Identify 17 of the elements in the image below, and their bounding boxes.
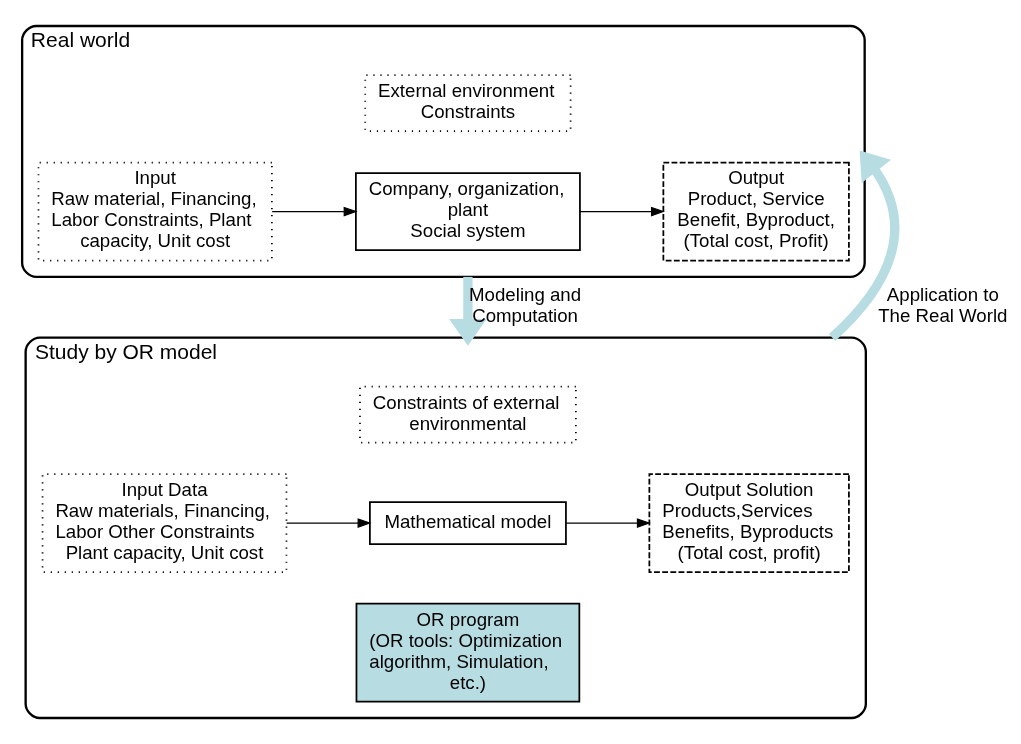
arrow [579, 206, 665, 217]
arrow [828, 150, 900, 341]
node-box: OR program (OR tools: Optimization algorithm, Simulation, etc.) [355, 602, 581, 703]
arrow [271, 206, 358, 217]
node-box: Output Product, Service Benefit, Byproduct, (Total cost, Profit) [662, 161, 850, 262]
node-box: Output Solution Products,Services Benefits, Byproducts (Total cost, profit) [648, 473, 850, 573]
arrow [565, 518, 651, 529]
edge-label: Application to The Real World [878, 284, 1008, 327]
node-box: External environment Constraints [364, 74, 572, 132]
edge-label: Modeling and Computation [469, 284, 582, 327]
node-box: Mathematical model [369, 501, 567, 545]
node-box: Company, organization, plant Social system [355, 172, 581, 251]
node-box: Input Data Raw materials, Financing, Labor Other Constraints Plant capacity, Unit cost [41, 473, 288, 573]
arrow [449, 276, 487, 346]
arrow [286, 518, 372, 529]
node-box: Constraints of external environmental [359, 385, 577, 444]
node-box: Input Raw material, Financing, Labor Constraints, Plant capacity, Unit cost [37, 161, 273, 262]
